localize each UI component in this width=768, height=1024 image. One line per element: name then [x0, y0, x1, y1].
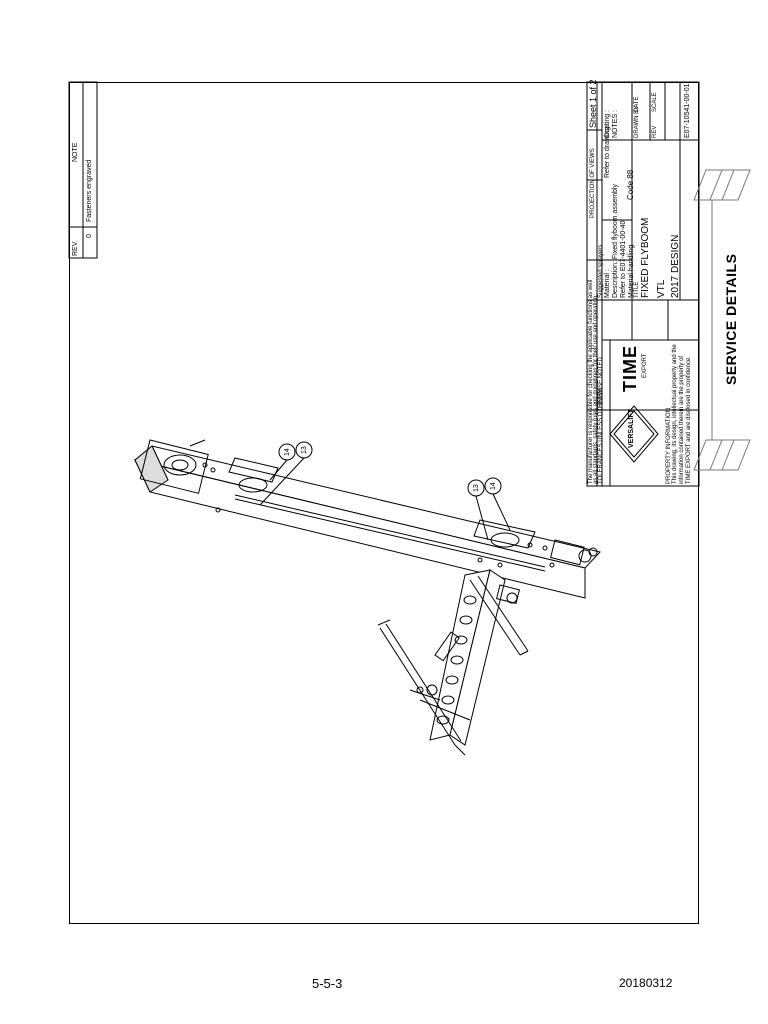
rev-header: REV. [72, 240, 79, 256]
refer-2: Refer to E07-4401-00-40 [620, 220, 627, 298]
coating-label: Coating : [604, 109, 611, 138]
note-header: NOTE [72, 142, 79, 162]
time-logo-text: TIME [620, 345, 640, 392]
drawing-number: E07-10541-00-01 [684, 83, 691, 139]
sheet-number: Sheet 1 of 2 [588, 79, 598, 128]
versalift-logo-diamond [609, 405, 659, 463]
versalift-logo-text: VERSALIFT [628, 409, 635, 448]
confidentiality-notice: This drawing, its design, intellectual p… [672, 344, 692, 484]
projection-of-views: PROJECTION OF VIEWS [590, 148, 596, 218]
export-logo-text: EXPORT [642, 353, 648, 378]
balloon-label: 14 [284, 448, 291, 456]
drawing-title: FIXED FLYBOOM [640, 217, 651, 298]
material-label: Material : [604, 269, 611, 298]
date-code: 20180312 [619, 976, 673, 990]
notes-label: NOTES : [612, 109, 619, 138]
flyboom-assembly [133, 439, 601, 756]
note-value: Fasteners engraved [86, 159, 93, 222]
finish: FINISH [598, 388, 604, 408]
date-label: DATE [634, 96, 640, 112]
code: Code 88 [626, 169, 635, 200]
design-year: 2017 DESIGN [670, 234, 681, 298]
description: Description: Fixed flyboom assembly [612, 184, 619, 298]
title-block-border [586, 81, 700, 487]
balloon-label: 13 [473, 484, 480, 492]
drawing-frame [69, 82, 699, 924]
tolerances: TOLERANCES UNLESS OTHERWISE NOTED [598, 357, 604, 484]
rev-label: REV [652, 125, 658, 138]
page-number: 5-5-3 [312, 976, 343, 991]
section-title: SERVICE DETAILS [723, 253, 739, 385]
rev-value: 0 [86, 234, 93, 238]
scale-label: SCALE [652, 92, 658, 112]
balloon-label: 13 [301, 446, 308, 454]
balloon-label: 14 [490, 482, 497, 490]
drawing-subtitle: VTL [656, 279, 667, 298]
